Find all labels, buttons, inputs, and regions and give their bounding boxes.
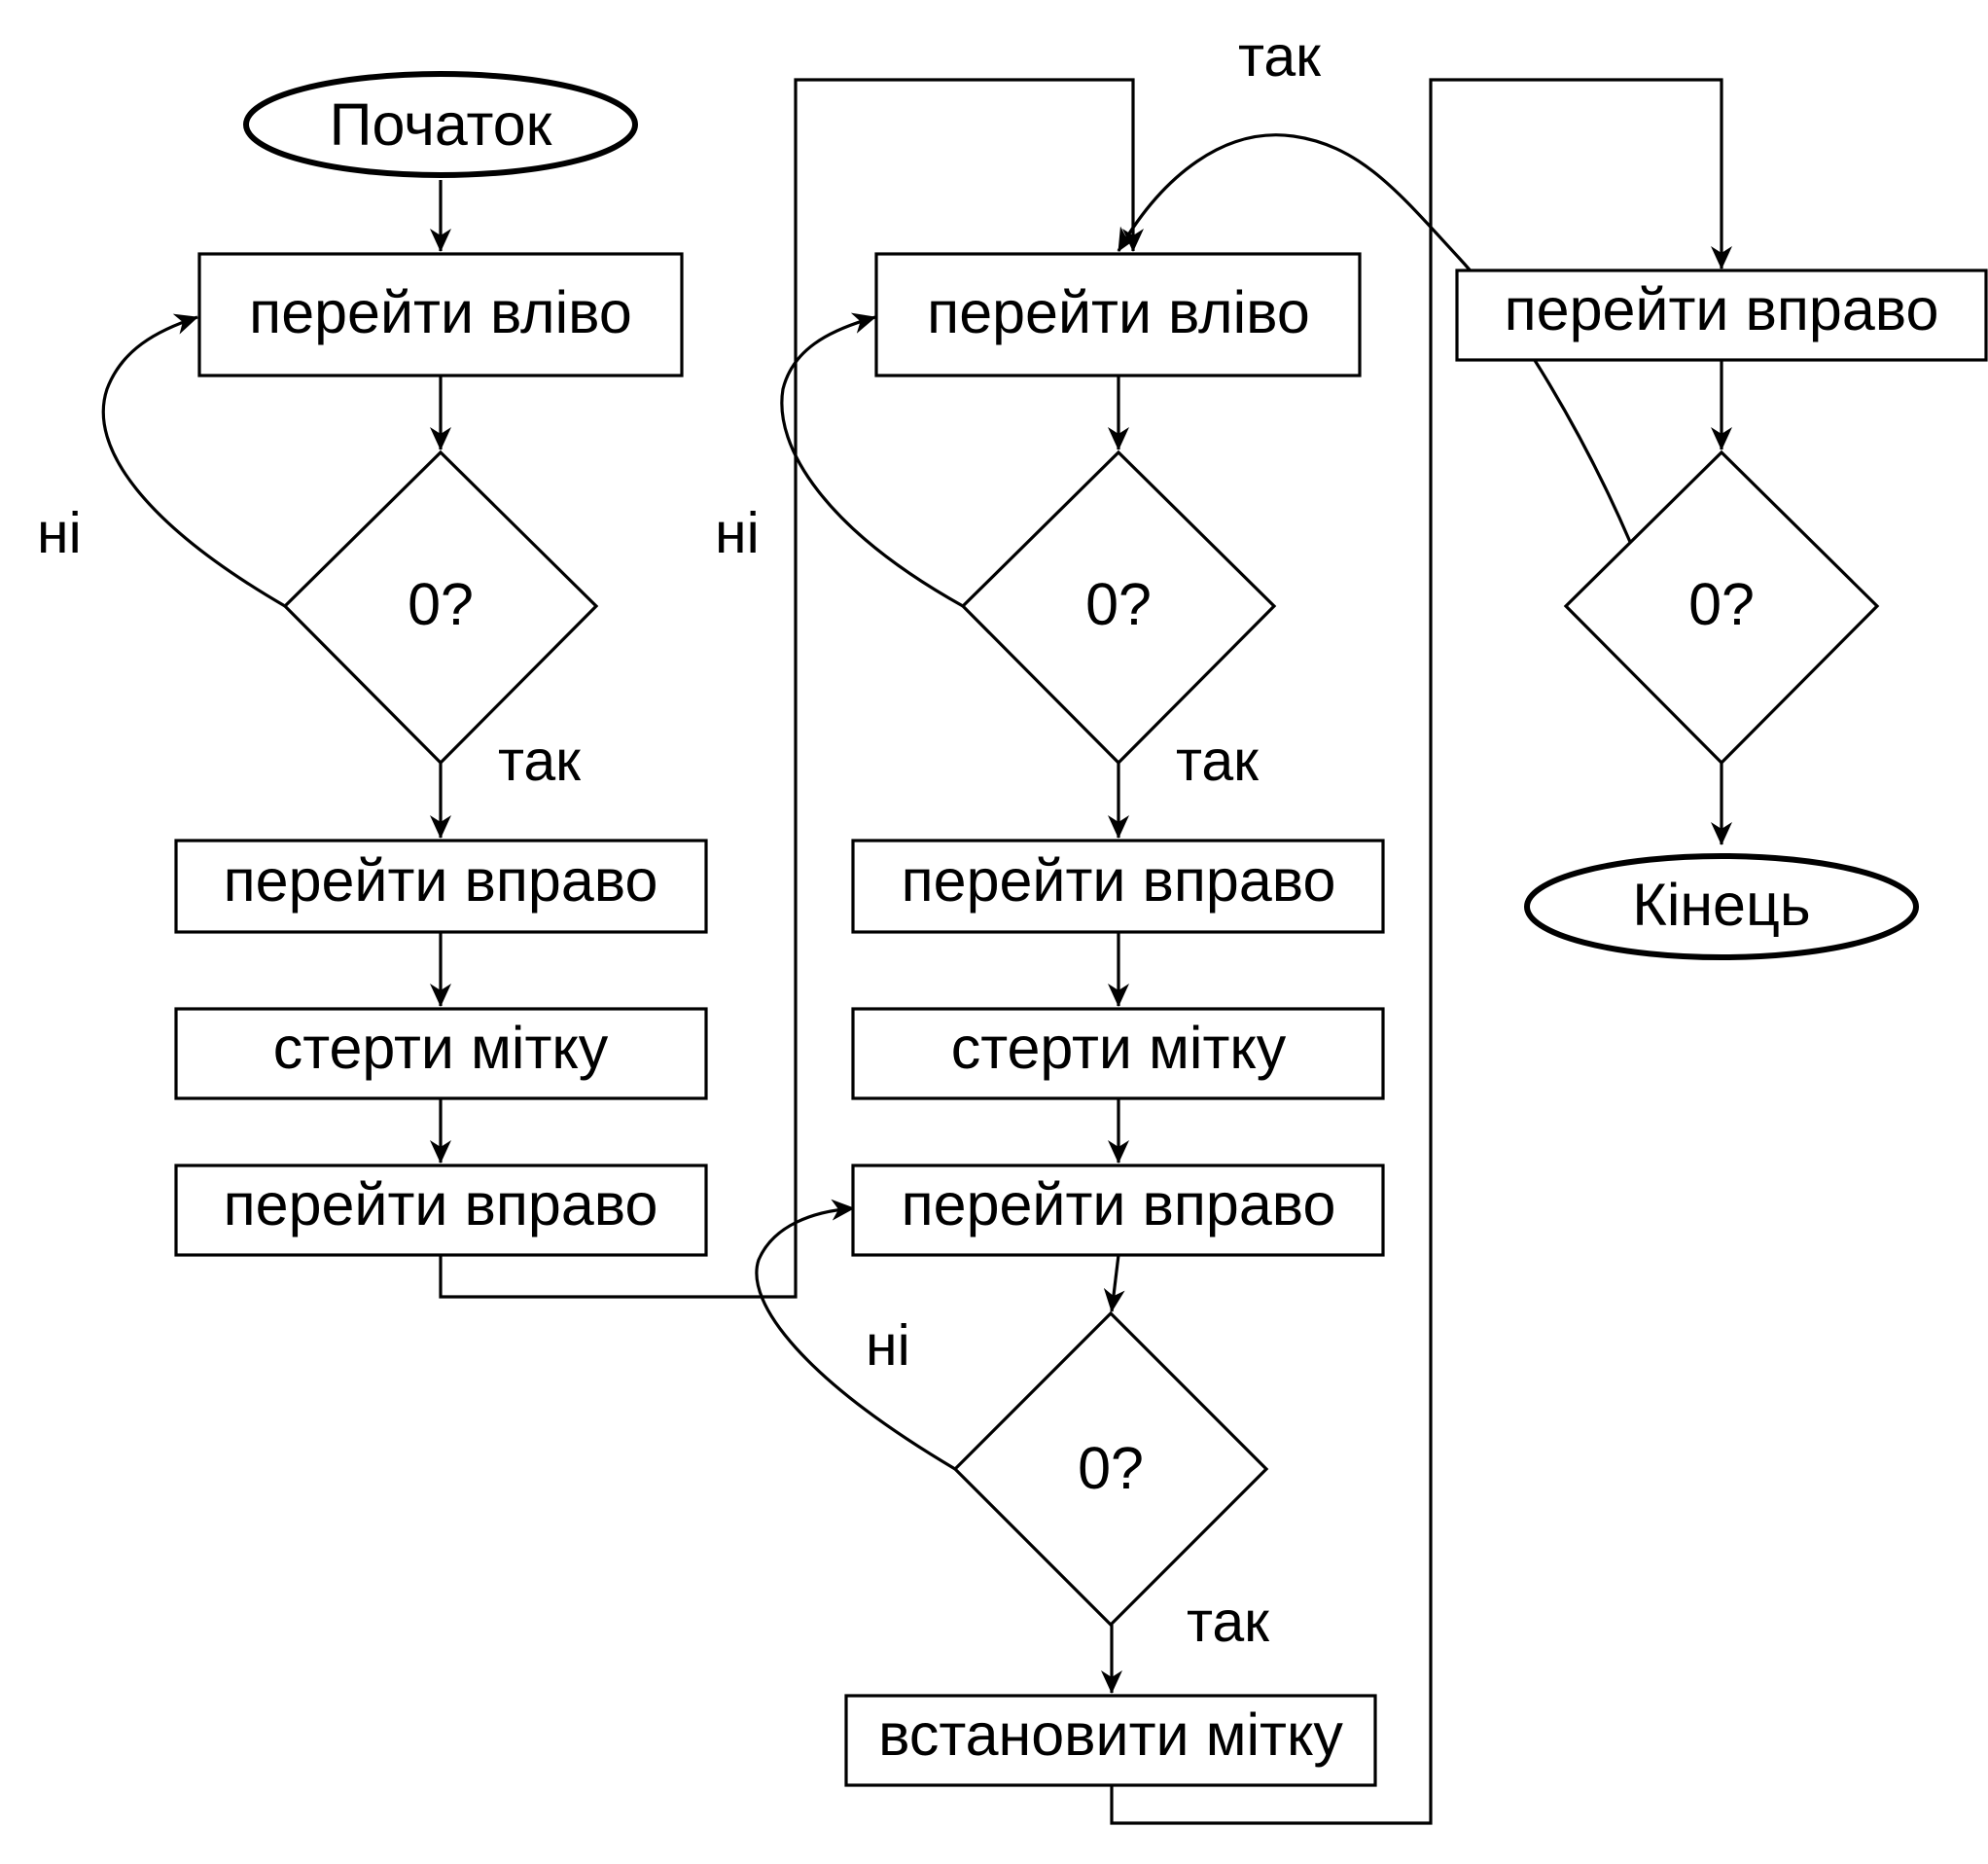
edge-cond4-no-loop — [1117, 133, 1632, 543]
action-go-right-4 — [851, 1164, 1385, 1257]
action-go-left-2 — [874, 252, 1362, 377]
edges — [101, 78, 1732, 1825]
edge-label-no-2: ні — [715, 501, 760, 565]
decision-2-label: 0? — [1085, 571, 1152, 637]
action-go-left-2-label: перейти вліво — [927, 279, 1310, 345]
edge-cond1-no-loop — [101, 313, 286, 608]
start-label: Початок — [330, 91, 552, 158]
action-go-right-1 — [174, 839, 708, 934]
action-erase-mark-2-label: стерти мітку — [951, 1015, 1287, 1081]
action-go-right-3 — [851, 839, 1385, 934]
action-go-right-2 — [174, 1164, 708, 1257]
action-set-mark-label: встановити мітку — [878, 1702, 1343, 1768]
action-go-right-3-label: перейти вправо — [902, 847, 1336, 914]
decision-1 — [282, 449, 599, 766]
action-go-right-5 — [1455, 269, 1988, 362]
end-node — [1524, 853, 1919, 960]
action-erase-mark-1-label: стерти мітку — [273, 1015, 609, 1081]
action-go-right-2-label: перейти вправо — [224, 1171, 658, 1237]
edge-label-yes-3: так — [1187, 1590, 1270, 1654]
edge-right3-to-cond3 — [1103, 1254, 1125, 1312]
decision-4 — [1563, 449, 1880, 766]
action-erase-mark-1 — [174, 1007, 708, 1100]
edge-setmark-to-right4 — [1110, 78, 1732, 1825]
action-go-right-4-label: перейти вправо — [902, 1171, 1336, 1237]
action-go-right-1-label: перейти вправо — [224, 847, 658, 914]
end-label: Кінець — [1632, 872, 1810, 938]
start-node — [243, 71, 638, 178]
decision-2 — [960, 449, 1277, 766]
edge-label-yes-1: так — [498, 729, 582, 793]
action-go-right-5-label: перейти вправо — [1505, 276, 1939, 342]
action-set-mark — [844, 1694, 1377, 1787]
action-go-left-1-label: перейти вліво — [249, 279, 632, 345]
edge-right1b-to-left2 — [439, 78, 1144, 1299]
edge-label-yes-2: так — [1176, 729, 1260, 793]
edge-label-yes-top: так — [1238, 24, 1322, 89]
edge-labels: ні так ні так ні так так — [37, 24, 1322, 1654]
action-erase-mark-2 — [851, 1007, 1385, 1100]
edge-cond3-no-loop — [755, 1199, 956, 1471]
action-go-left-1 — [197, 252, 684, 377]
edge-cond2-no-loop — [780, 312, 964, 608]
decision-3-label: 0? — [1078, 1435, 1144, 1501]
decision-4-label: 0? — [1688, 571, 1755, 637]
decision-1-label: 0? — [408, 571, 474, 637]
edge-label-no-3: ні — [866, 1313, 910, 1378]
decision-3 — [952, 1310, 1269, 1628]
edge-label-no-1: ні — [37, 501, 82, 565]
nodes: Початок перейти вліво 0? перейти вправо … — [174, 71, 1988, 1787]
